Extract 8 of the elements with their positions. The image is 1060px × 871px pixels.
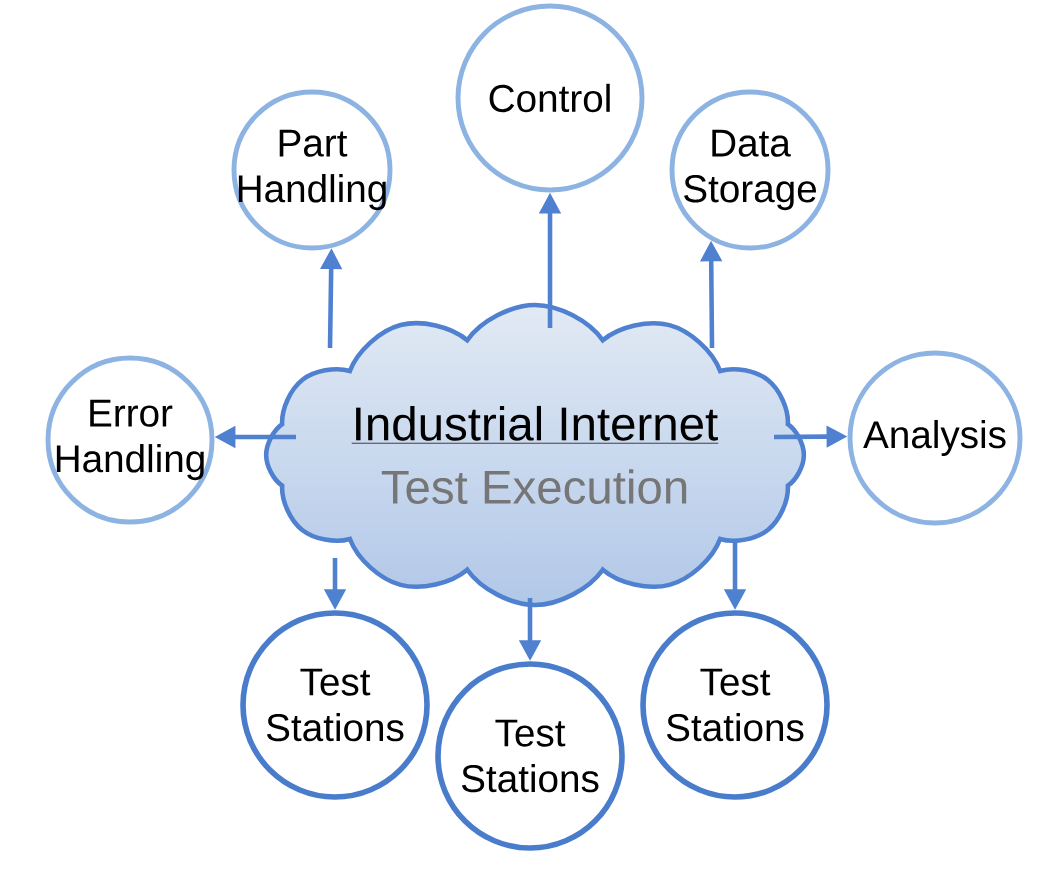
circle-node: Part Handling [231,89,393,251]
circle-node: Test Stations [240,610,430,800]
circle-node: Control [455,3,645,193]
circle-node: Test Stations [435,661,625,851]
circle-node: Analysis [847,350,1023,526]
circle-node: Data Storage [669,89,831,251]
circle-node: Error Handling [45,355,215,525]
circle-node: Test Stations [640,610,830,800]
